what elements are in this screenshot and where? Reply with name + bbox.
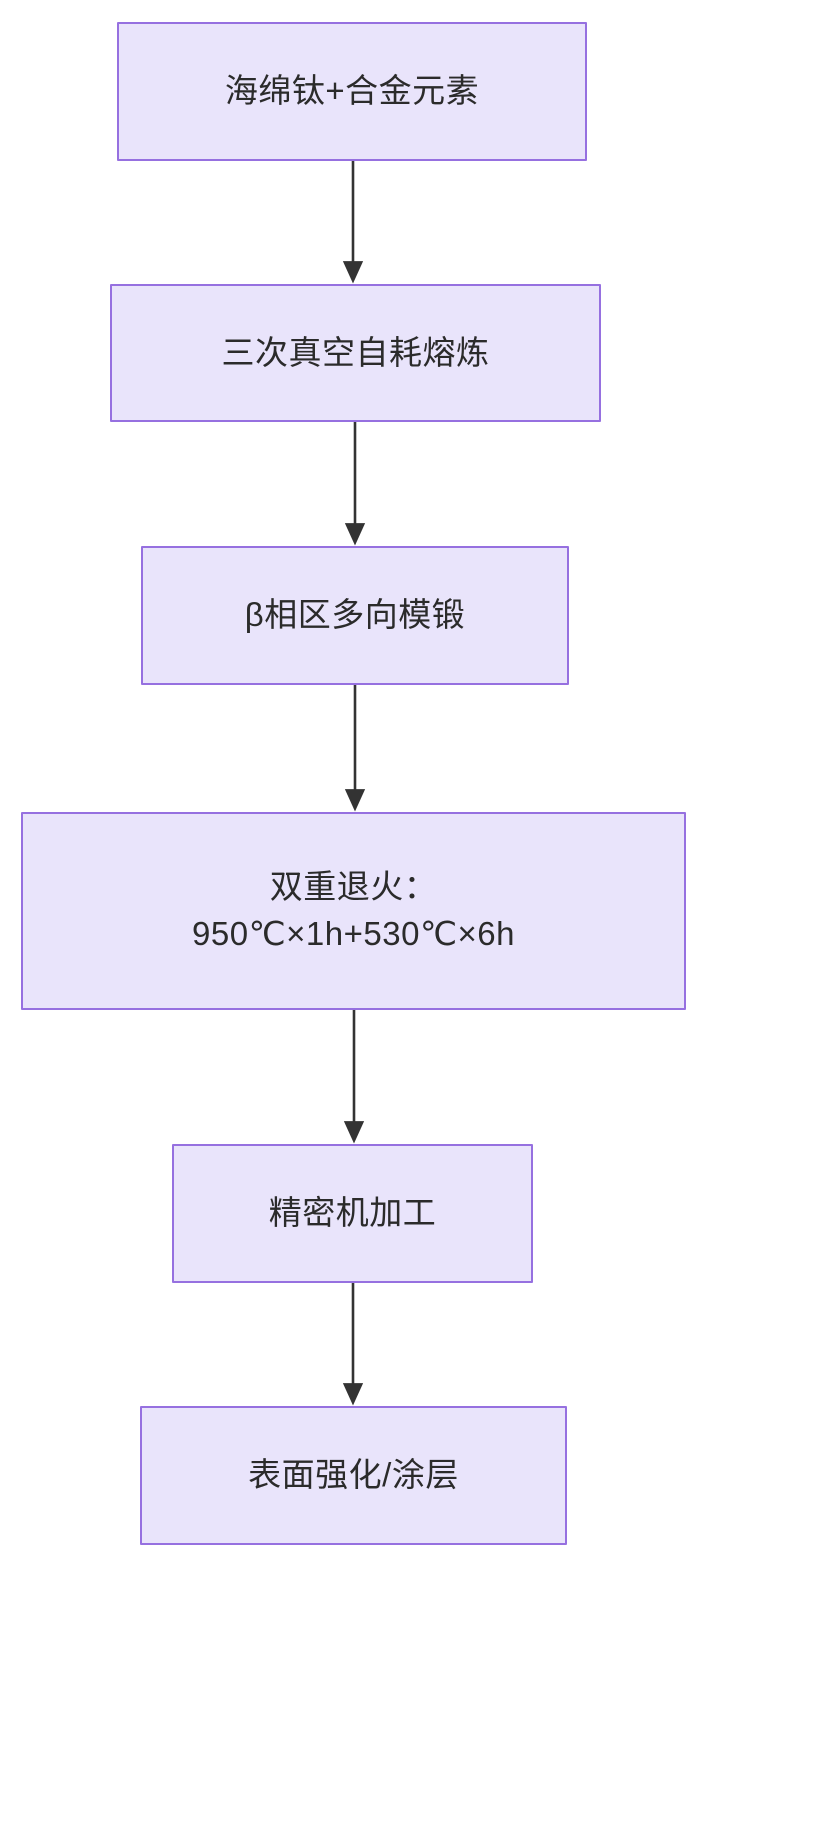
flow-node-raw-material[interactable]: 海绵钛+合金元素 [117,22,587,161]
flow-node-vacuum-melting[interactable]: 三次真空自耗熔炼 [110,284,601,422]
flow-node-label: 三次真空自耗熔炼 [221,333,490,371]
flow-node-label: β相区多向模锻 [244,596,466,634]
flow-node-label: 海绵钛+合金元素 [224,72,480,110]
flow-node-label: 表面强化/涂层 [248,1456,459,1494]
flow-node-duplex-annealing[interactable]: 双重退火： 950℃×1h+530℃×6h [21,812,686,1010]
flow-node-surface-treatment[interactable]: 表面强化/涂层 [140,1406,567,1545]
flow-node-label-line-1: 双重退火： [269,868,438,906]
flow-node-label-line-2: 950℃×1h+530℃×6h [192,915,515,952]
flow-node-beta-forging[interactable]: β相区多向模锻 [141,546,569,685]
flow-node-label: 精密机加工 [268,1194,437,1232]
flow-node-precision-machining[interactable]: 精密机加工 [172,1144,533,1283]
